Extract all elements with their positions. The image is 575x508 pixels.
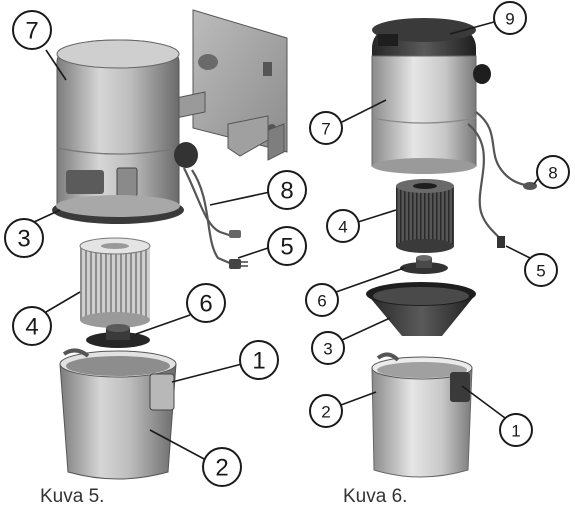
motor-unit — [52, 39, 198, 224]
deflector-disc — [400, 255, 448, 274]
callout-3-left — [4, 218, 44, 258]
callout-3-right — [311, 331, 345, 365]
figure-kuva-6 — [366, 18, 537, 478]
caption-kuva-5: Kuva 5. — [40, 486, 104, 507]
callout-2-right — [309, 394, 343, 428]
cartridge-filter — [396, 179, 454, 253]
callout-6-right — [305, 283, 339, 317]
callouts-right: 9 7 8 4 5 6 3 2 1 — [305, 1, 570, 447]
callout-2-right-label: 2 — [321, 403, 330, 422]
dust-container — [59, 348, 177, 480]
callout-4-left — [12, 306, 52, 346]
wall-bracket — [175, 9, 288, 161]
callout-1-right — [499, 413, 533, 447]
callout-5-left-label: 5 — [280, 234, 293, 261]
callout-9-right — [493, 1, 527, 35]
caption-kuva-6: Kuva 6. — [343, 486, 407, 507]
callout-8-right — [536, 155, 570, 189]
callout-1-left-label: 1 — [252, 348, 265, 375]
callout-2-left-label: 2 — [215, 455, 228, 482]
lid — [372, 18, 476, 58]
callout-7-right-label: 7 — [321, 120, 330, 139]
callouts-left: 7 8 5 3 4 6 1 2 — [4, 10, 307, 487]
callout-8-left — [267, 170, 307, 210]
callout-3-right-label: 3 — [323, 340, 332, 359]
callout-7-left-label: 7 — [25, 18, 38, 45]
cartridge-filter — [79, 237, 151, 328]
power-cords — [467, 111, 537, 248]
callout-2-left — [202, 447, 242, 487]
figure-kuva-5 — [52, 9, 288, 480]
separator-cone — [366, 282, 476, 336]
callout-8-left-label: 8 — [280, 178, 293, 205]
callout-4-right-label: 4 — [338, 218, 347, 237]
motor-unit — [371, 55, 491, 174]
callout-4-right — [326, 209, 360, 243]
callout-7-left — [12, 10, 52, 50]
callout-5-right — [524, 253, 558, 287]
callout-3-left-label: 3 — [17, 226, 30, 253]
callout-9-right-label: 9 — [505, 10, 514, 29]
callout-6-right-label: 6 — [317, 292, 326, 311]
callout-5-right-label: 5 — [536, 262, 545, 281]
deflector-disc — [86, 324, 150, 348]
callout-7-right — [309, 111, 343, 145]
callout-6-left — [186, 283, 226, 323]
callout-8-right-label: 8 — [548, 164, 557, 183]
callout-1-right-label: 1 — [511, 422, 520, 441]
callout-1-left — [239, 340, 279, 380]
callout-4-left-label: 4 — [25, 314, 38, 341]
dust-container — [371, 352, 473, 478]
power-cords — [183, 167, 248, 269]
callout-5-left — [267, 226, 307, 266]
callout-6-left-label: 6 — [199, 291, 212, 318]
